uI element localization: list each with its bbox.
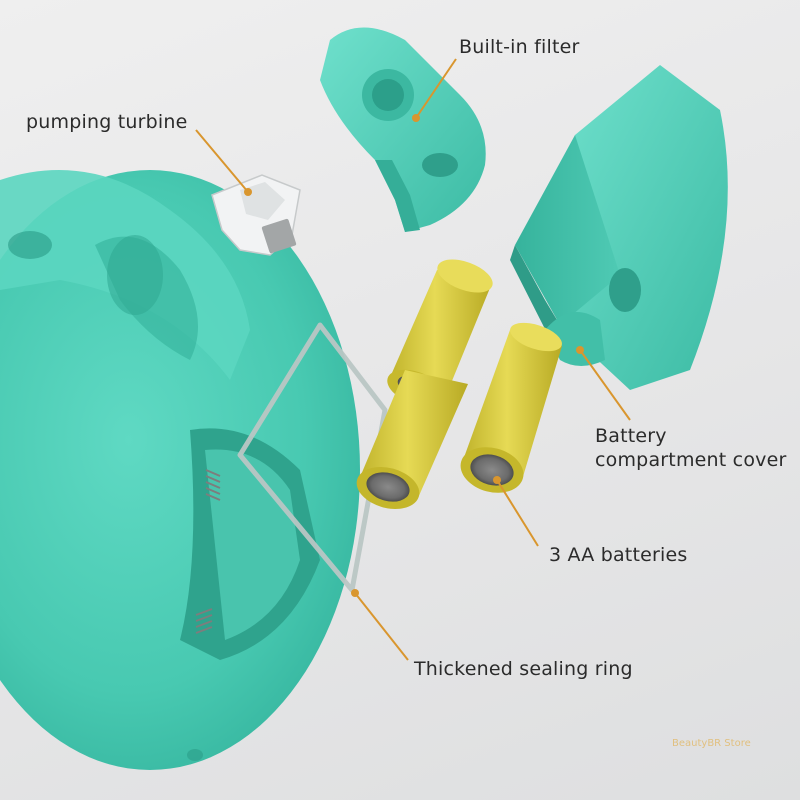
sealing-ring (237, 322, 388, 593)
label-pumping-turbine: pumping turbine (26, 111, 188, 133)
store-watermark: BeautyBR Store (672, 738, 751, 749)
built-in-filter (320, 27, 486, 232)
leader-lines (195, 58, 631, 661)
aa-battery-2 (356, 370, 468, 510)
pump-body (0, 170, 360, 770)
label-battery-cover-line1: Battery (595, 425, 667, 447)
pumping-turbine (211, 174, 301, 256)
label-built-in-filter: Built-in filter (459, 36, 580, 58)
aa-battery-3 (460, 322, 562, 493)
leader-dots (244, 114, 584, 597)
battery-spring-upper (205, 469, 221, 501)
label-sealing-ring: Thickened sealing ring (414, 658, 633, 680)
battery-cover (510, 65, 728, 390)
label-battery-cover-line2: compartment cover (595, 449, 787, 471)
battery-spring-lower (195, 608, 213, 634)
label-batteries: 3 AA batteries (549, 544, 688, 566)
